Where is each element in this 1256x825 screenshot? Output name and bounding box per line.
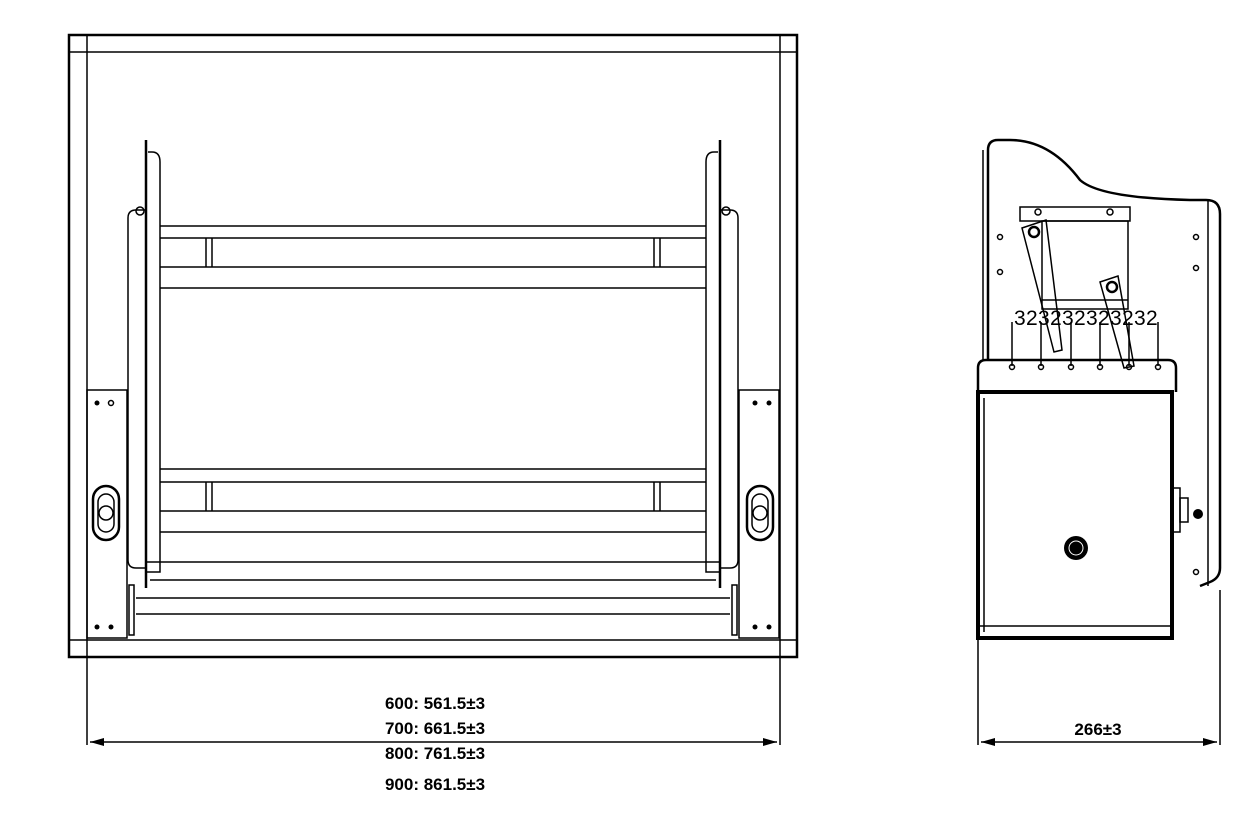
drawing-line bbox=[1034, 208, 1042, 216]
depth-dim: 266±3 bbox=[1074, 720, 1121, 739]
top-plate bbox=[976, 358, 1178, 392]
pitch-label: 3 bbox=[1014, 307, 1026, 330]
drawing-line bbox=[752, 505, 768, 521]
lower-basket bbox=[136, 468, 730, 615]
drawing-line bbox=[1008, 363, 1016, 371]
drawing-line bbox=[996, 268, 1004, 276]
pitch-label: 3 bbox=[1134, 307, 1146, 330]
drawing-line bbox=[94, 400, 100, 406]
width-dim-700: 700: 661.5±3 bbox=[385, 719, 485, 738]
drawing-line bbox=[98, 505, 114, 521]
drawing-line bbox=[996, 233, 1004, 241]
lift-arm-left bbox=[1021, 218, 1063, 353]
pitch-label: 3 bbox=[1086, 307, 1098, 330]
drawing-line bbox=[86, 389, 128, 639]
drawing-line bbox=[1105, 280, 1119, 294]
drawing-line bbox=[766, 624, 772, 630]
drawing-line bbox=[1193, 509, 1203, 519]
drawing-line bbox=[721, 206, 731, 216]
drawing-line bbox=[752, 400, 758, 406]
cabinet-outline bbox=[67, 33, 799, 659]
cabinet-box bbox=[976, 390, 1174, 640]
drawing-line bbox=[705, 151, 720, 573]
side-panel-outline bbox=[986, 138, 1222, 588]
drawing-line bbox=[1096, 363, 1104, 371]
adjustment-bolt bbox=[1171, 487, 1203, 533]
left-frame bbox=[127, 140, 161, 588]
drawing-line bbox=[1106, 208, 1114, 216]
pitch-label: 2 bbox=[1122, 307, 1134, 330]
pitch-label: 2 bbox=[1050, 307, 1062, 330]
pitch-label: 2 bbox=[1074, 307, 1086, 330]
side-view: 3 2 3 2 3 2 3 2 3 2 3 2 bbox=[976, 138, 1222, 746]
right-bracket bbox=[731, 389, 780, 639]
drawing-line bbox=[128, 584, 135, 636]
drawing-line bbox=[738, 389, 780, 639]
drawing-line bbox=[1192, 568, 1200, 576]
drawing-line bbox=[1125, 363, 1133, 371]
drawing-line bbox=[1067, 363, 1075, 371]
right-frame bbox=[705, 140, 739, 588]
drawing-line bbox=[97, 493, 115, 533]
hole-pitch-labels: 3 2 3 2 3 2 3 2 3 2 3 2 bbox=[1014, 307, 1158, 330]
drawing-line bbox=[1037, 363, 1045, 371]
drawing-line bbox=[146, 151, 161, 573]
mounting-holes bbox=[1008, 322, 1162, 371]
drawing-line bbox=[1027, 225, 1041, 239]
drawing-line bbox=[94, 624, 100, 630]
drawing-line bbox=[108, 624, 114, 630]
pitch-label: 3 bbox=[1038, 307, 1050, 330]
drawing-line bbox=[731, 584, 738, 636]
drawing-line bbox=[1154, 363, 1162, 371]
drawing-line bbox=[135, 206, 145, 216]
left-bracket bbox=[86, 389, 135, 639]
pitch-label: 2 bbox=[1146, 307, 1158, 330]
drawing-line bbox=[1192, 264, 1200, 272]
drawing-line bbox=[1041, 220, 1129, 310]
pitch-label: 2 bbox=[1026, 307, 1038, 330]
drawing-line bbox=[107, 399, 115, 407]
width-dim-600: 600: 561.5±3 bbox=[385, 694, 485, 713]
width-dim-800: 800: 761.5±3 bbox=[385, 744, 485, 763]
drawing-line bbox=[745, 484, 775, 542]
drawing-line bbox=[766, 400, 772, 406]
front-view: 600: 561.5±3 700: 661.5±3 800: 761.5±3 9… bbox=[67, 33, 799, 794]
drawing-line bbox=[1179, 497, 1189, 523]
drawing-line bbox=[719, 209, 739, 569]
pitch-label: 3 bbox=[1110, 307, 1122, 330]
pitch-label: 2 bbox=[1098, 307, 1110, 330]
knob-icon bbox=[1064, 536, 1088, 560]
drawing-line bbox=[127, 209, 147, 569]
lift-arm-right bbox=[1099, 275, 1135, 369]
drawing-line bbox=[1192, 233, 1200, 241]
drawing-line bbox=[751, 493, 769, 533]
drawing-line bbox=[752, 624, 758, 630]
drawing-line bbox=[1068, 540, 1084, 556]
upper-basket bbox=[160, 225, 706, 289]
width-dim-900: 900: 861.5±3 bbox=[385, 775, 485, 794]
pitch-label: 3 bbox=[1062, 307, 1074, 330]
drawing-line bbox=[91, 484, 121, 542]
